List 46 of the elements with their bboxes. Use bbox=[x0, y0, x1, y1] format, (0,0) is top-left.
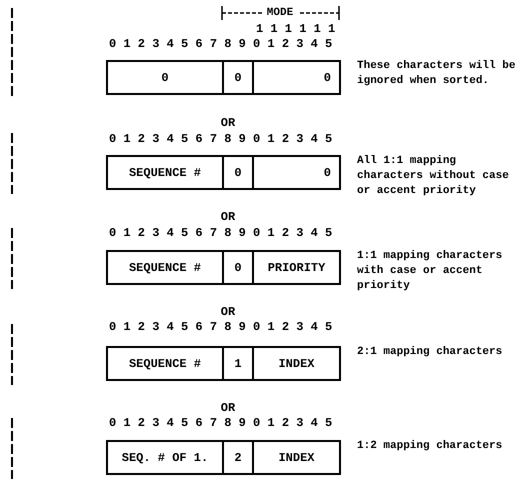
field-value: INDEX bbox=[278, 450, 314, 466]
bit-field bbox=[222, 60, 254, 95]
field-value: 0 bbox=[234, 164, 242, 182]
bit-field bbox=[106, 440, 224, 475]
or-separator: OR bbox=[220, 401, 236, 415]
bit-field bbox=[106, 250, 224, 285]
field-value: 0 bbox=[234, 70, 242, 86]
bit-field bbox=[222, 155, 254, 190]
field-value: 0 bbox=[234, 260, 242, 276]
field-value: 1 bbox=[234, 356, 242, 372]
bit-numbers: 0 1 2 3 4 5 6 7 8 9 0 1 2 3 4 5 bbox=[109, 416, 332, 430]
bit-numbers: 0 1 2 3 4 5 6 7 8 9 0 1 2 3 4 5 bbox=[109, 320, 332, 334]
field-value: 2 bbox=[234, 450, 242, 466]
field-value: SEQUENCE # bbox=[128, 260, 201, 276]
bit-field bbox=[252, 60, 341, 95]
field-description: 1:1 mapping characters with case or accent priority bbox=[357, 249, 504, 294]
field-value: 0 bbox=[324, 164, 331, 182]
bit-numbers: 0 1 2 3 4 5 6 7 8 9 0 1 2 3 4 5 bbox=[109, 37, 332, 51]
bit-field bbox=[252, 346, 341, 381]
field-value: 0 bbox=[161, 70, 169, 86]
bit-numbers: 0 1 2 3 4 5 6 7 8 9 0 1 2 3 4 5 bbox=[109, 132, 332, 146]
field-value: PRIORITY bbox=[268, 260, 326, 276]
field-value: INDEX bbox=[278, 356, 314, 372]
bit-field bbox=[222, 440, 254, 475]
bit-numbers: 0 1 2 3 4 5 6 7 8 9 0 1 2 3 4 5 bbox=[109, 226, 332, 240]
or-separator: OR bbox=[220, 116, 236, 130]
or-separator: OR bbox=[220, 305, 236, 319]
bit-field bbox=[252, 155, 341, 190]
bit-field bbox=[106, 155, 224, 190]
field-label: MODE bbox=[266, 6, 294, 20]
field-description: These characters will be ignored when sorted. bbox=[357, 59, 516, 89]
bit-field bbox=[106, 346, 224, 381]
bit-field bbox=[252, 440, 341, 475]
bit-field bbox=[106, 60, 224, 95]
or-separator: OR bbox=[220, 210, 236, 224]
bit-field bbox=[222, 346, 254, 381]
field-description: All 1:1 mapping characters without case or accent priority bbox=[357, 154, 510, 199]
bit-field bbox=[252, 250, 341, 285]
field-description: 1:2 mapping characters bbox=[357, 439, 504, 454]
field-value: 0 bbox=[324, 70, 331, 86]
field-description: 2:1 mapping characters bbox=[357, 345, 504, 360]
bit-numbers: 1 1 1 1 1 1 bbox=[256, 22, 336, 36]
field-value: SEQ. # OF 1. bbox=[122, 450, 208, 466]
field-value: SEQUENCE # bbox=[128, 164, 201, 182]
bit-field bbox=[222, 250, 254, 285]
field-value: SEQUENCE # bbox=[128, 356, 201, 372]
